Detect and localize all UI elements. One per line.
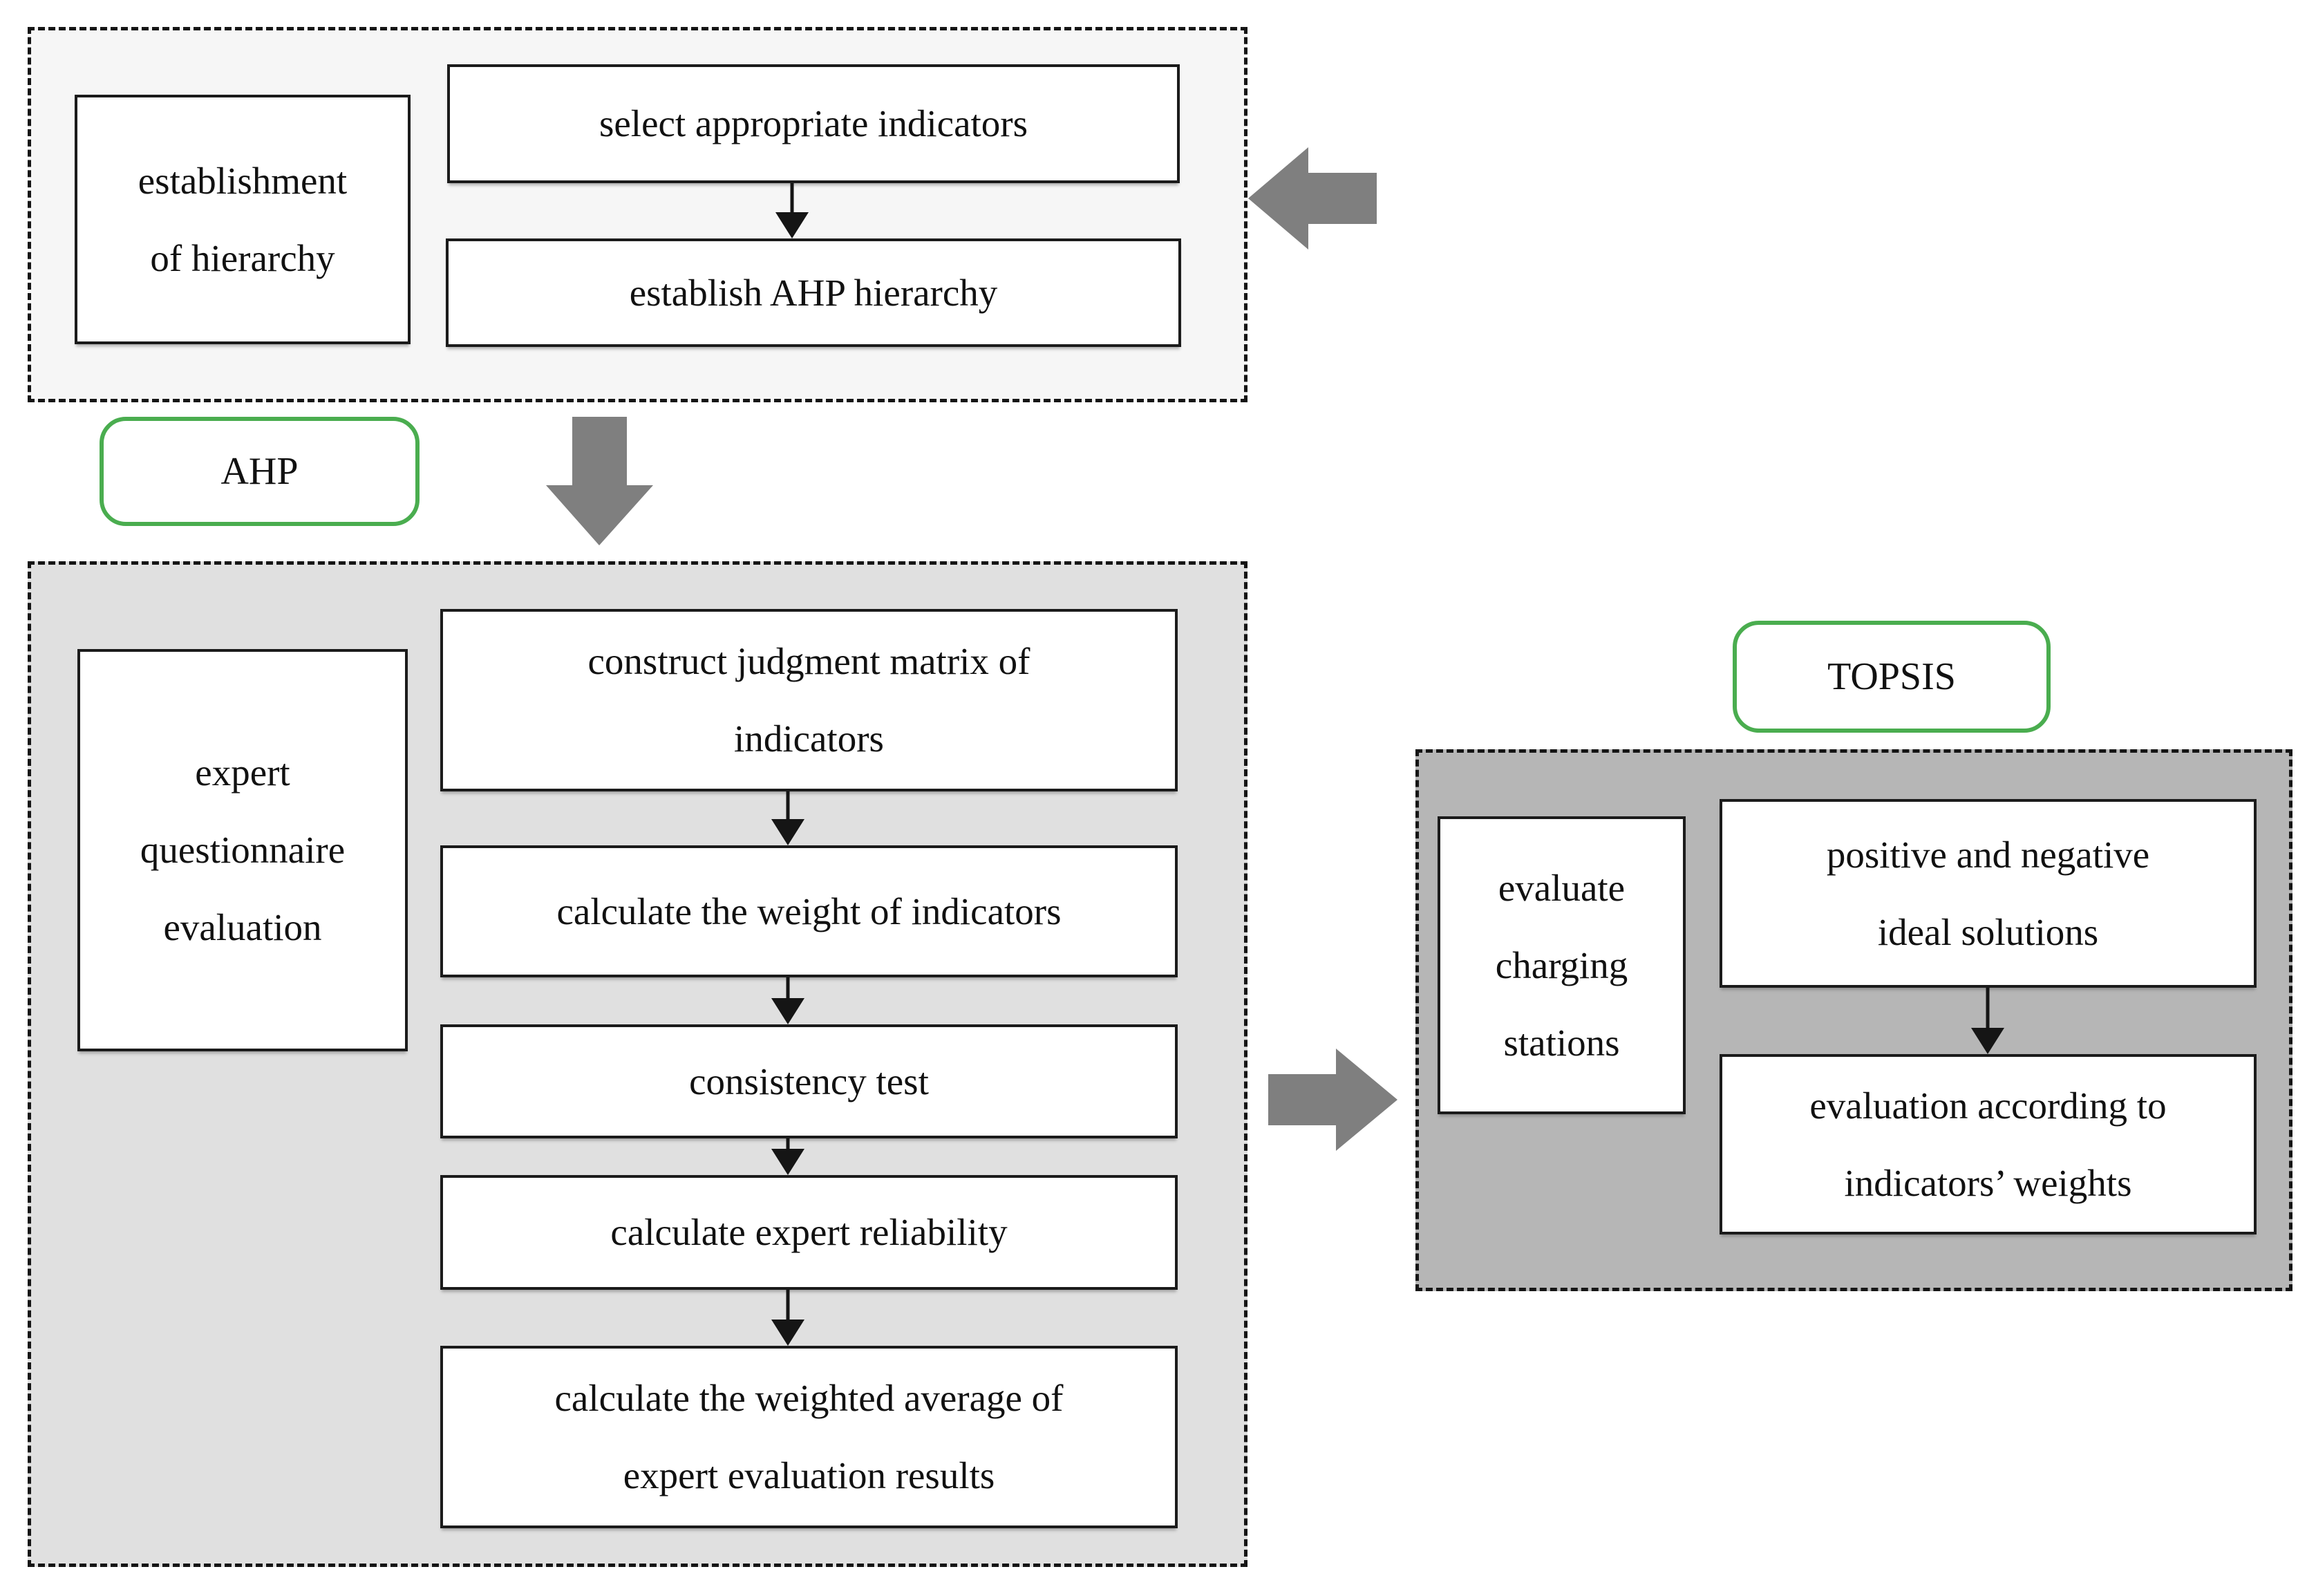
connector-arrow-icon <box>775 183 809 238</box>
weighted-average-box: calculate the weighted average of expert… <box>440 1346 1178 1528</box>
box-text-line: select appropriate indicators <box>599 102 1028 144</box>
box-text-line: calculate the weighted average of <box>554 1377 1064 1419</box>
connector-arrow-icon <box>771 977 804 1024</box>
arrow-left-icon <box>1248 147 1377 250</box>
ideal-solutions-box: positive and negative ideal solutions <box>1720 799 2257 988</box>
arrow-down-icon <box>546 417 653 545</box>
expert-reliability-box: calculate expert reliability <box>440 1175 1178 1290</box>
connector-arrow-icon <box>1971 988 2004 1054</box>
box-text-line: expert <box>195 751 290 794</box>
establish-ahp-hierarchy-box: establish AHP hierarchy <box>446 238 1181 347</box>
topsis-badge-label: TOPSIS <box>1827 655 1956 698</box>
calculate-weight-box: calculate the weight of indicators <box>440 845 1178 977</box>
box-text-line: establish AHP hierarchy <box>629 271 998 314</box>
evaluation-by-weights-box: evaluation according to indicators’ weig… <box>1720 1054 2257 1234</box>
connector-arrow-icon <box>771 1138 804 1175</box>
connector-arrow-icon <box>771 1290 804 1346</box>
box-text-line: expert evaluation results <box>623 1454 995 1496</box>
connector-arrow-icon <box>771 791 804 845</box>
box-text-line: stations <box>1503 1021 1620 1064</box>
box-text-line: establishment <box>138 159 348 202</box>
box-text-line: calculate the weight of indicators <box>556 890 1062 932</box>
establishment-of-hierarchy-box: establishment of hierarchy <box>75 95 411 344</box>
select-indicators-box: select appropriate indicators <box>447 64 1180 183</box>
box-text-line: evaluation according to <box>1809 1084 2167 1127</box>
arrow-right-icon <box>1268 1049 1397 1151</box>
topsis-badge: TOPSIS <box>1733 621 2051 733</box>
box-text-line: positive and negative <box>1826 833 2150 876</box>
box-text-line: indicators’ weights <box>1844 1161 2132 1204</box>
consistency-test-box: consistency test <box>440 1024 1178 1138</box>
expert-questionnaire-box: expert questionnaire evaluation <box>77 649 408 1051</box>
box-text-line: charging <box>1495 943 1628 986</box>
ahp-badge-label: AHP <box>220 450 299 493</box>
box-text-line: construct judgment matrix of <box>587 640 1030 682</box>
box-text-line: evaluate <box>1498 866 1626 909</box>
ahp-badge: AHP <box>100 417 420 526</box>
box-text-line: questionnaire <box>140 829 346 871</box>
box-text-line: calculate expert reliability <box>610 1211 1008 1253</box>
construct-judgment-matrix-box: construct judgment matrix of indicators <box>440 609 1178 791</box>
box-text-line: indicators <box>734 717 884 760</box>
box-text-line: consistency test <box>689 1060 929 1102</box>
evaluate-charging-stations-box: evaluate charging stations <box>1438 816 1686 1114</box>
box-text-line: ideal solutions <box>1877 910 2099 953</box>
box-text-line: of hierarchy <box>150 236 335 279</box>
box-text-line: evaluation <box>163 906 322 948</box>
